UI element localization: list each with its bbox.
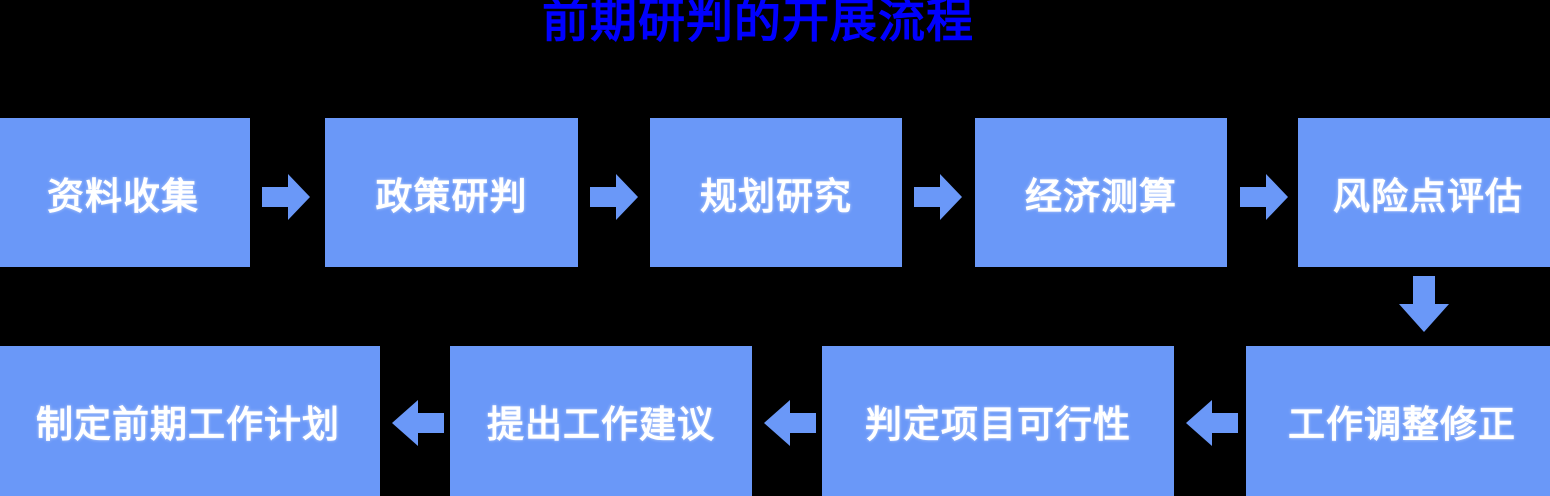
arrow-right-icon bbox=[1240, 171, 1288, 223]
arrow-right-icon bbox=[914, 171, 962, 223]
node-label: 经济测算 bbox=[1025, 175, 1177, 217]
process-node-fengxian-pinggu[interactable]: 风险点评估 bbox=[1298, 118, 1550, 267]
node-label: 风险点评估 bbox=[1333, 175, 1523, 217]
process-node-guihua-yanjiu[interactable]: 规划研究 bbox=[650, 118, 902, 267]
arrow-left-icon bbox=[764, 397, 816, 449]
node-label: 判定项目可行性 bbox=[865, 404, 1131, 445]
process-node-ziliao-shouji[interactable]: 资料收集 bbox=[0, 118, 250, 267]
node-label: 规划研究 bbox=[700, 175, 852, 217]
process-node-tichu-jianyi[interactable]: 提出工作建议 bbox=[450, 346, 752, 496]
node-label: 资料收集 bbox=[47, 175, 199, 217]
arrow-right-icon bbox=[262, 171, 310, 223]
arrow-left-icon bbox=[1186, 397, 1238, 449]
arrow-down-icon bbox=[1396, 276, 1452, 332]
process-node-zhengce-yanpan[interactable]: 政策研判 bbox=[325, 118, 578, 267]
arrow-right-icon bbox=[590, 171, 638, 223]
node-label: 提出工作建议 bbox=[487, 404, 715, 445]
node-label: 工作调整修正 bbox=[1288, 404, 1516, 445]
process-node-zhiding-jihua[interactable]: 制定前期工作计划 bbox=[0, 346, 380, 496]
node-label: 制定前期工作计划 bbox=[36, 404, 340, 445]
node-label: 政策研判 bbox=[375, 175, 528, 217]
process-node-panding-kexingxing[interactable]: 判定项目可行性 bbox=[822, 346, 1174, 496]
arrow-left-icon bbox=[392, 397, 444, 449]
process-node-jingji-cesuan[interactable]: 经济测算 bbox=[975, 118, 1227, 267]
process-node-gongzuo-tiaozheng[interactable]: 工作调整修正 bbox=[1246, 346, 1550, 496]
page-title: 前期研判的开展流程 bbox=[542, 0, 974, 47]
